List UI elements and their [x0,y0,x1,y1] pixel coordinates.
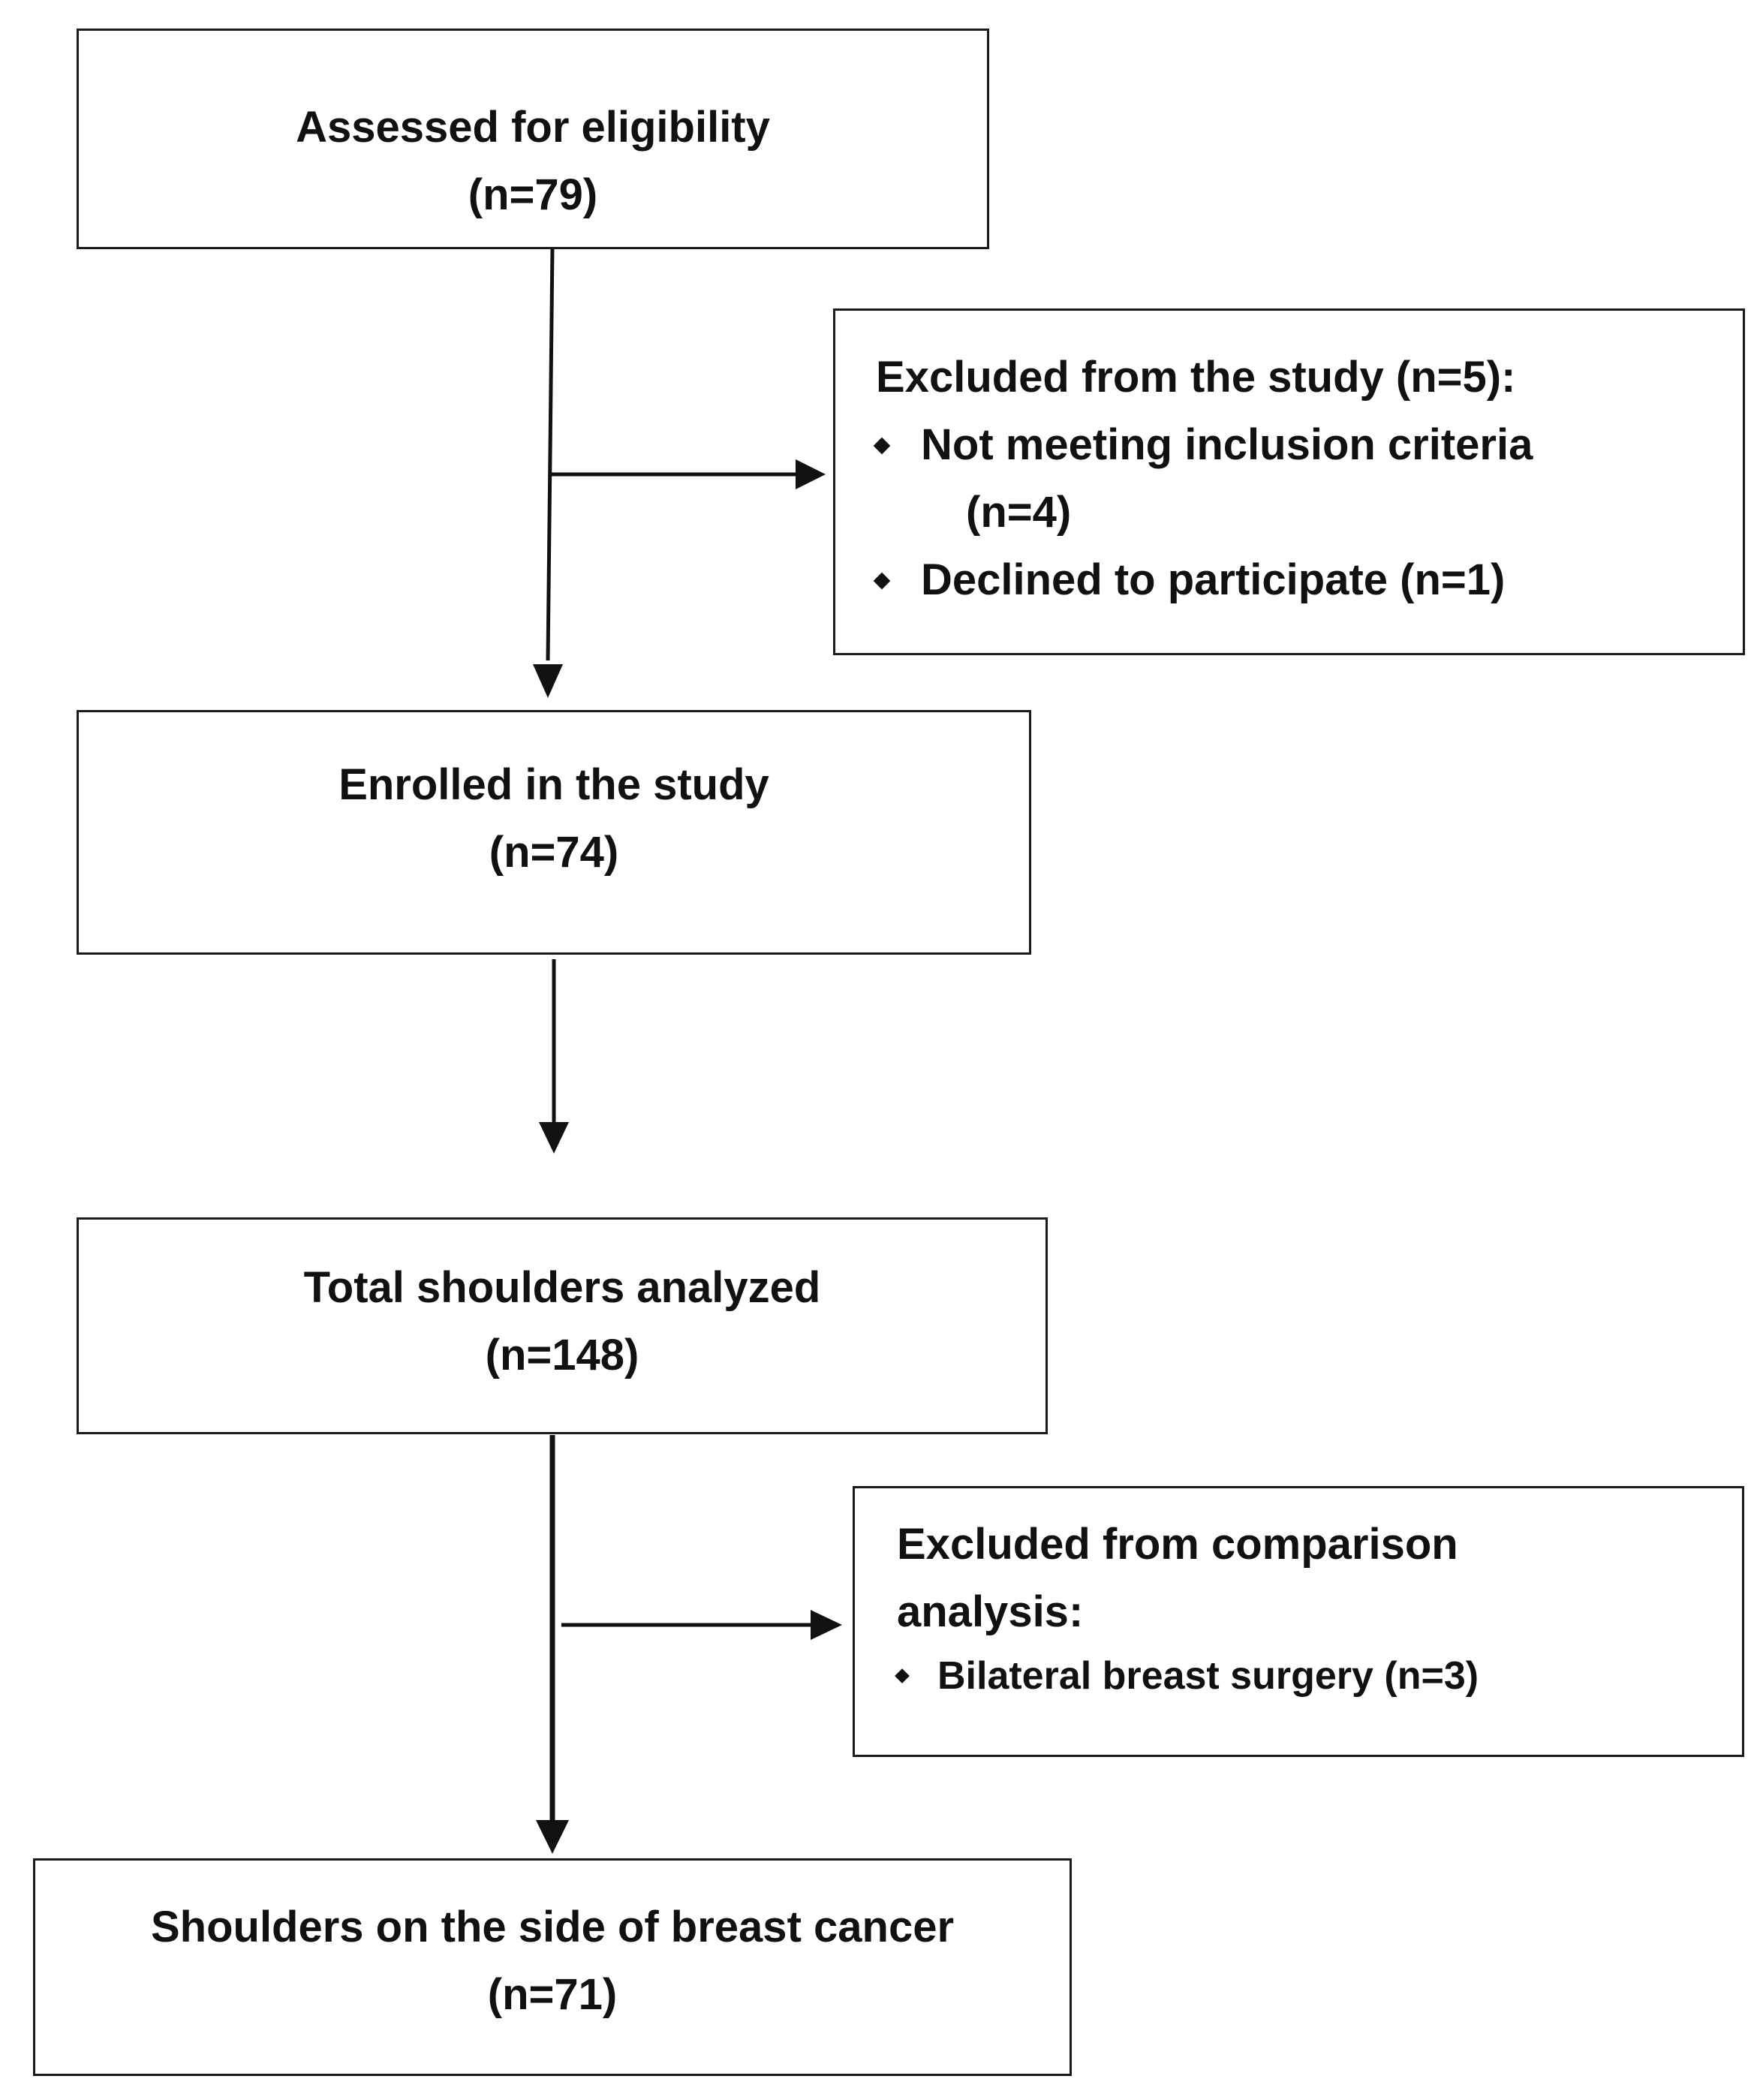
arrowhead-excluded-comparison [811,1610,842,1640]
excluded-study-item: Not meeting inclusion criteria [873,411,1743,479]
assessed-count: (n=79) [468,170,598,219]
cancer-side-box: Shoulders on the side of breast cancer (… [33,1858,1072,2076]
enrolled-box: Enrolled in the study (n=74) [77,710,1031,955]
diamond-bullet-icon [873,572,891,590]
excluded-comparison-box: Excluded from comparison analysis: Bilat… [853,1486,1744,1757]
arrowhead-total [539,1122,569,1154]
total-shoulders-count: (n=148) [485,1331,639,1379]
excluded-study-item-label: Not meeting inclusion criteria [921,420,1533,469]
enrolled-count: (n=74) [489,828,619,877]
arrowhead-cancer-side [536,1820,569,1854]
arrow-assessed-to-enrolled [546,247,555,661]
enrolled-title: Enrolled in the study [338,760,769,809]
arrowhead-excluded-study [796,459,826,489]
assessed-title: Assessed for eligibility [296,103,770,152]
assessed-box: Assessed for eligibility (n=79) [77,29,989,249]
excluded-study-title: Excluded from the study (n=5): [876,353,1516,402]
excluded-study-item: Declined to participate (n=1) [873,546,1743,614]
cancer-side-count: (n=71) [487,1970,618,2019]
excluded-comparison-item: Bilateral breast surgery (n=3) [895,1646,1742,1706]
cancer-side-title: Shoulders on the side of breast cancer [150,1903,955,1951]
excluded-comparison-item-label: Bilateral breast surgery (n=3) [937,1654,1479,1698]
total-shoulders-box: Total shoulders analyzed (n=148) [77,1217,1048,1434]
excluded-study-box: Excluded from the study (n=5): Not meeti… [833,308,1745,655]
excluded-study-item-label: Declined to participate (n=1) [921,555,1506,604]
total-shoulders-title: Total shoulders analyzed [303,1263,821,1312]
arrowhead-enrolled [533,664,563,698]
excluded-study-item-continuation: (n=4) [966,488,1072,537]
excluded-comparison-title-line2: analysis: [897,1587,1084,1636]
excluded-comparison-title-line1: Excluded from comparison [897,1520,1458,1569]
diamond-bullet-icon [873,437,891,455]
diamond-bullet-icon [895,1668,910,1683]
